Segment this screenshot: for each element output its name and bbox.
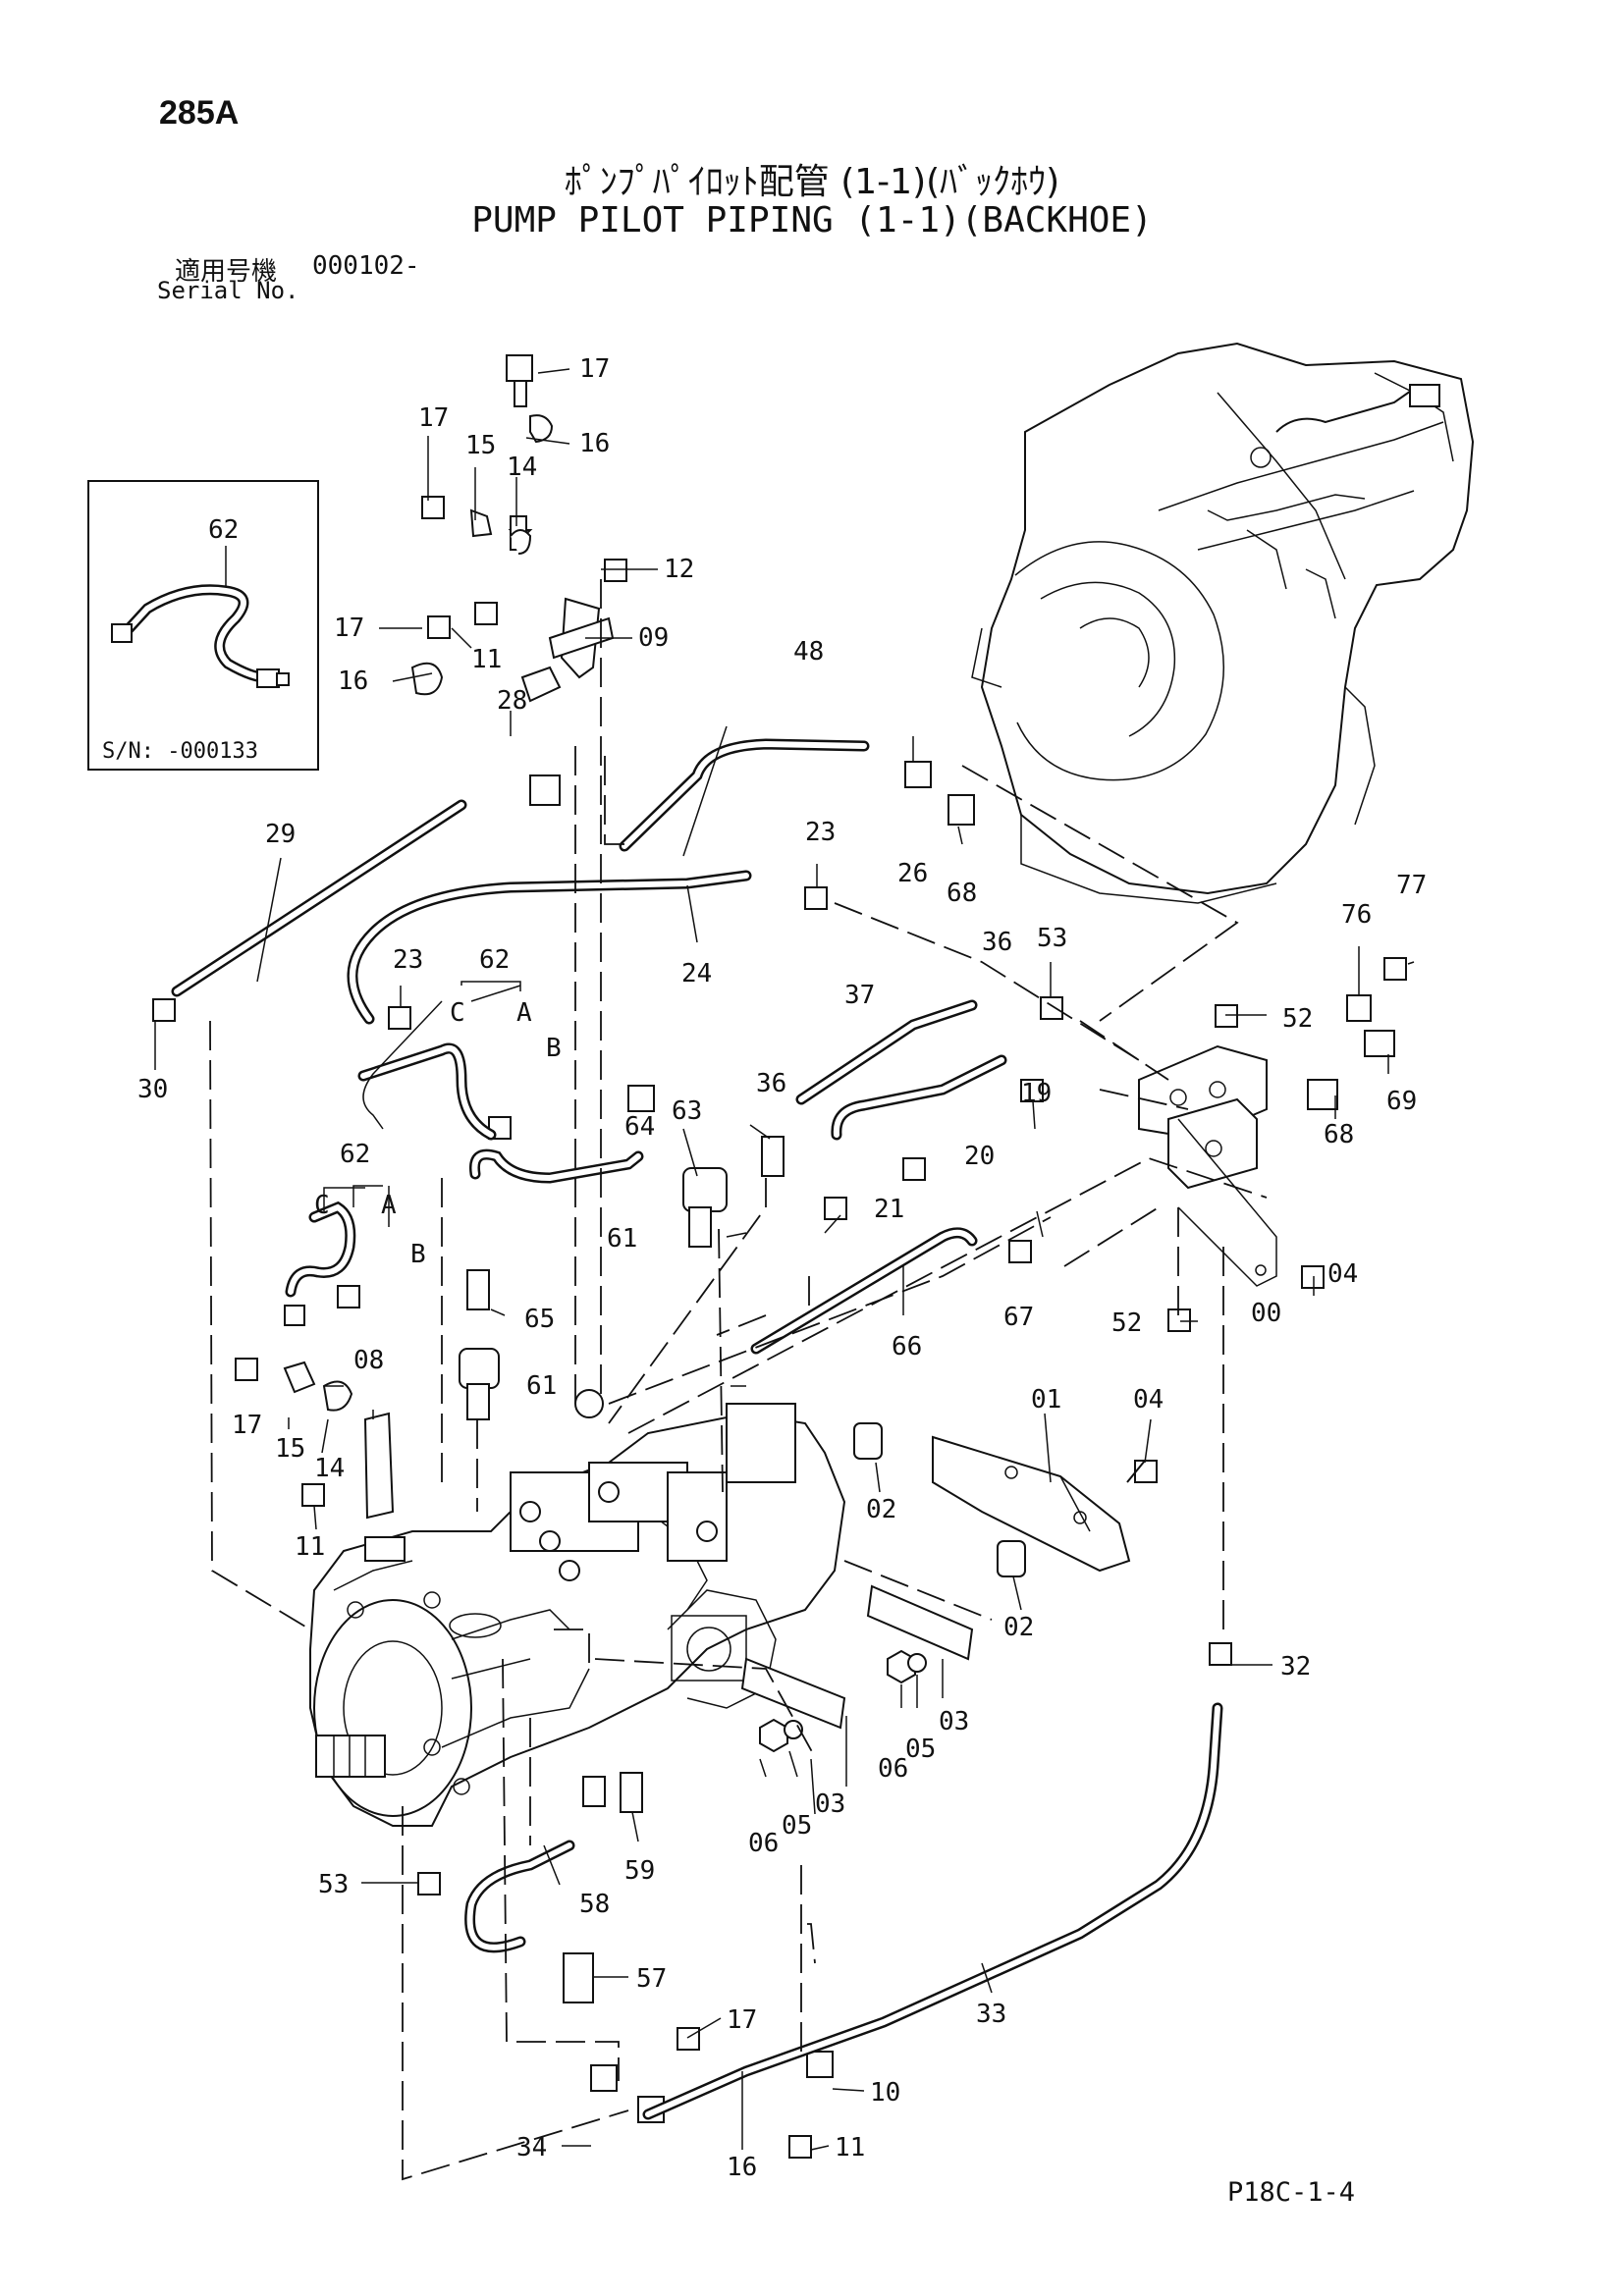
- callout-21: 21: [874, 1195, 904, 1224]
- inset-variant-box: 62 S/N: -000133: [87, 480, 319, 771]
- callout-12: 12: [664, 555, 694, 584]
- callout-a: A: [516, 998, 532, 1028]
- callout-23: 23: [805, 818, 836, 847]
- callout-02: 02: [1003, 1613, 1034, 1642]
- plates-and-hardware: [740, 1422, 1158, 1753]
- leader-lines: [154, 368, 1415, 2181]
- callout-69: 69: [1386, 1087, 1417, 1116]
- callout-53: 53: [318, 1870, 349, 1899]
- callout-26: 26: [897, 859, 928, 888]
- callout-11: 11: [295, 1532, 325, 1562]
- callout-34: 34: [516, 2133, 547, 2163]
- callout-29: 29: [265, 820, 296, 849]
- callout-08: 08: [353, 1346, 384, 1375]
- pipes: [171, 738, 1223, 2120]
- callout-61: 61: [526, 1371, 557, 1401]
- callouts: 17 16 17 15 14 12 17 11 09 16 28 48 29 2…: [137, 354, 1427, 2182]
- callout-04: 04: [1133, 1385, 1164, 1415]
- callout-14: 14: [314, 1454, 345, 1483]
- callout-24: 24: [681, 959, 712, 988]
- callout-17: 17: [232, 1411, 262, 1440]
- callout-11: 11: [471, 645, 502, 674]
- callout-15: 15: [465, 431, 496, 460]
- callout-33: 33: [976, 2000, 1006, 2029]
- callout-58: 58: [579, 1890, 610, 1919]
- serial-label-english: Serial No.: [157, 277, 299, 304]
- serial-label-japanese: 適用号機: [175, 257, 278, 287]
- callout-19: 19: [1021, 1079, 1052, 1108]
- callout-23: 23: [393, 945, 423, 975]
- callout-17: 17: [418, 403, 449, 433]
- callout-c: C: [450, 998, 465, 1028]
- callout-36: 36: [982, 928, 1012, 957]
- callout-20: 20: [964, 1142, 995, 1171]
- callout-57: 57: [636, 1964, 667, 1994]
- callout-03: 03: [939, 1707, 969, 1736]
- sheet-code: P18C-1-4: [1227, 2177, 1356, 2208]
- serial-number: 000102-: [312, 251, 420, 281]
- callout-05: 05: [782, 1811, 812, 1841]
- callout-65: 65: [524, 1305, 555, 1334]
- callout-06: 06: [748, 1829, 779, 1858]
- callout-67: 67: [1003, 1303, 1034, 1332]
- callout-b: B: [546, 1034, 562, 1063]
- callout-17: 17: [334, 614, 364, 643]
- callout-01: 01: [1031, 1385, 1061, 1415]
- main-pump: [309, 1389, 846, 1827]
- callout-52: 52: [1282, 1004, 1313, 1034]
- callout-68: 68: [947, 879, 977, 908]
- callout-04: 04: [1327, 1259, 1358, 1289]
- callout-03: 03: [815, 1789, 845, 1819]
- callout-02: 02: [866, 1495, 896, 1524]
- callout-30: 30: [137, 1075, 168, 1104]
- title-english: PUMP PILOT PIPING (1-1)(BACKHOE): [471, 200, 1153, 240]
- clamp-assembly-top: [410, 354, 627, 703]
- callout-b: B: [410, 1240, 426, 1269]
- callout-59: 59: [624, 1856, 655, 1886]
- callout-61: 61: [607, 1224, 637, 1254]
- callout-36: 36: [756, 1069, 786, 1098]
- callout-10: 10: [870, 2078, 900, 2108]
- callout-64: 64: [624, 1112, 655, 1142]
- callout-66: 66: [892, 1332, 922, 1362]
- callout-53: 53: [1037, 924, 1067, 953]
- callout-48: 48: [793, 637, 824, 667]
- inset-serial: S/N: -000133: [102, 739, 258, 764]
- callout-62: 62: [479, 945, 510, 975]
- page-number: 285A: [159, 94, 240, 132]
- callout-32: 32: [1280, 1652, 1311, 1682]
- title-japanese: ﾎﾟﾝﾌﾟﾊﾟｲﾛｯﾄ配管 (1-1)(ﾊﾞｯｸﾎｳ): [564, 162, 1060, 202]
- callout-17: 17: [579, 354, 610, 384]
- callout-16: 16: [338, 667, 368, 696]
- callout-11: 11: [835, 2133, 865, 2163]
- callout-00: 00: [1251, 1299, 1281, 1328]
- callout-28: 28: [497, 686, 527, 716]
- callout-52: 52: [1111, 1308, 1142, 1338]
- bracket-01: [932, 1435, 1131, 1573]
- pilot-manifold-block: [1138, 994, 1372, 1287]
- callout-76: 76: [1341, 900, 1372, 930]
- callout-16: 16: [727, 2153, 757, 2182]
- callout-06: 06: [878, 1754, 908, 1784]
- engine-outline: [971, 342, 1475, 904]
- callout-63: 63: [672, 1096, 702, 1126]
- callout-05: 05: [905, 1735, 936, 1764]
- callout-77: 77: [1396, 871, 1427, 900]
- clamp-assembly-mid: [235, 1358, 395, 1520]
- callout-a: A: [381, 1191, 397, 1220]
- callout-15: 15: [275, 1434, 305, 1464]
- callout-62: 62: [340, 1140, 370, 1169]
- fittings: [152, 761, 1407, 2159]
- callout-17: 17: [727, 2005, 757, 2035]
- callout-37: 37: [844, 981, 875, 1010]
- callout-14: 14: [507, 453, 537, 482]
- inset-part-number: 62: [208, 515, 239, 545]
- callout-09: 09: [638, 623, 669, 653]
- callout-c: C: [314, 1191, 330, 1220]
- callout-16: 16: [579, 429, 610, 458]
- callout-68: 68: [1324, 1120, 1354, 1149]
